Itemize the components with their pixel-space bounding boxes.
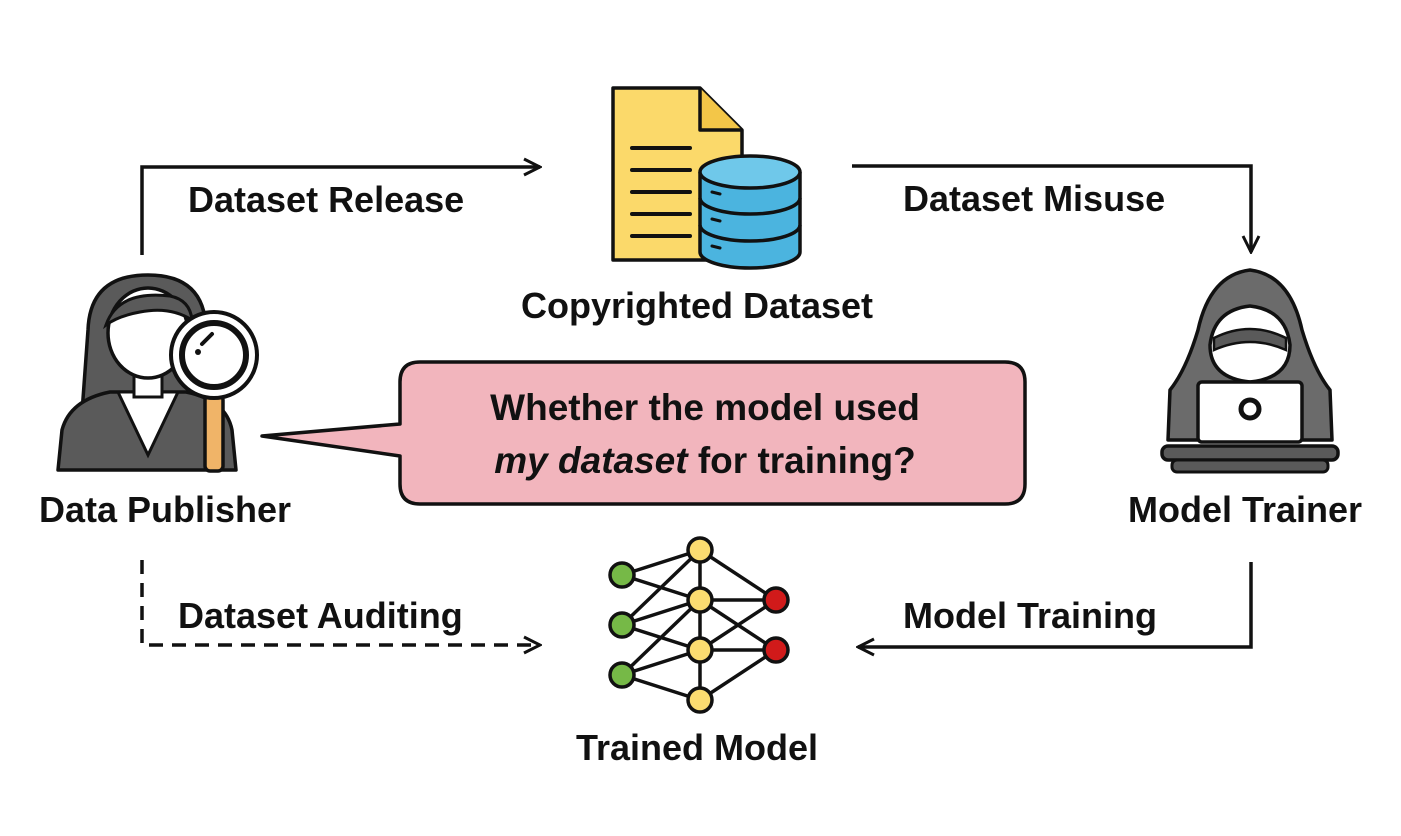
document-database-icon bbox=[611, 86, 802, 270]
nn-hidden-node bbox=[686, 586, 714, 614]
edge-model-training: Model Training bbox=[858, 562, 1253, 647]
edge-dataset-misuse: Dataset Misuse bbox=[852, 164, 1251, 252]
bubble-rest: for training? bbox=[688, 440, 916, 481]
node-label-trained-model: Trained Model bbox=[576, 727, 818, 768]
nn-hidden-node bbox=[686, 636, 714, 664]
nn-output-node bbox=[762, 636, 790, 664]
hacker-laptop-icon bbox=[1160, 268, 1340, 474]
nn-hidden-node bbox=[686, 686, 714, 714]
edge-dataset-auditing: Dataset Auditing bbox=[140, 560, 540, 645]
node-label-data-publisher: Data Publisher bbox=[39, 489, 291, 530]
bubble-line-2: my dataset for training? bbox=[494, 440, 915, 481]
edge-label-dataset-auditing: Dataset Auditing bbox=[178, 595, 463, 636]
nn-hidden-node bbox=[686, 536, 714, 564]
node-label-copyrighted-dataset: Copyrighted Dataset bbox=[521, 285, 873, 326]
nn-input-node bbox=[608, 661, 636, 689]
neural-network-icon bbox=[608, 536, 790, 714]
speech-bubble: Whether the model used my dataset for tr… bbox=[260, 360, 1027, 506]
nn-input-node bbox=[608, 561, 636, 589]
bubble-line-1: Whether the model used bbox=[490, 387, 920, 428]
nn-output-node bbox=[762, 586, 790, 614]
nn-input-node bbox=[608, 611, 636, 639]
edge-label-dataset-misuse: Dataset Misuse bbox=[903, 178, 1165, 219]
edge-label-dataset-release: Dataset Release bbox=[188, 179, 464, 220]
edge-dataset-release: Dataset Release bbox=[140, 167, 540, 255]
bubble-emphasis: my dataset bbox=[494, 440, 689, 481]
person-with-magnifier-icon bbox=[56, 273, 259, 473]
edge-label-model-training: Model Training bbox=[903, 595, 1157, 636]
node-label-model-trainer: Model Trainer bbox=[1128, 489, 1362, 530]
